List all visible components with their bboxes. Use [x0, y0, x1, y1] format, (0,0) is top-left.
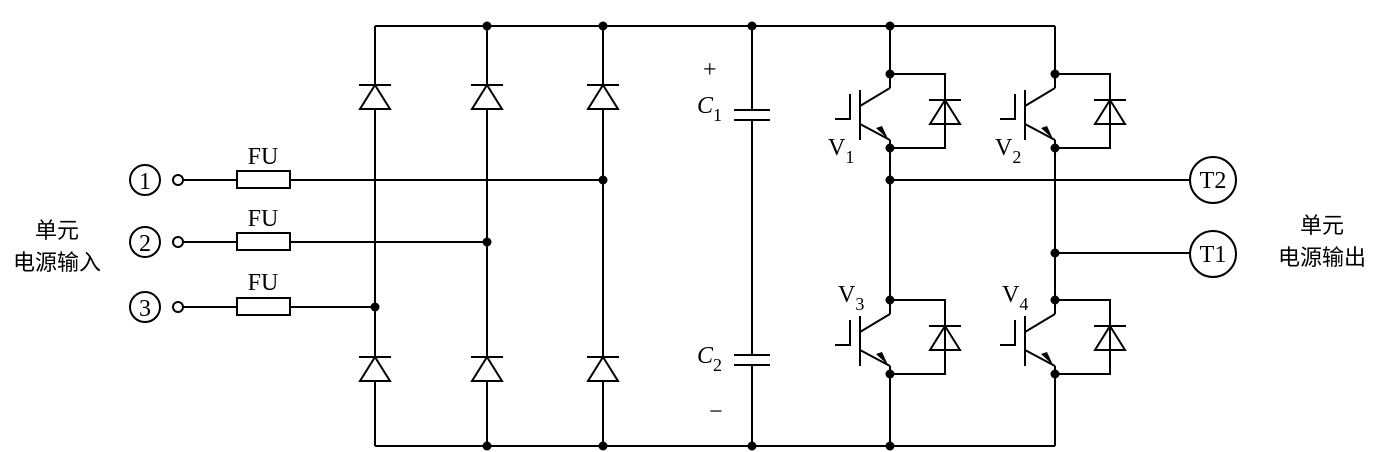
- inverter-bridge: V1 V2 V3 V4: [828, 26, 1126, 446]
- fuse-1: [236, 170, 291, 189]
- output-label-line2: 电源输出: [1278, 246, 1366, 271]
- terminal-3: [172, 301, 184, 313]
- v4-label: V4: [1002, 282, 1028, 314]
- terminal-1: [172, 174, 184, 186]
- igbt-v2-icon: [1000, 74, 1126, 148]
- output-label-line1: 单元: [1300, 214, 1344, 239]
- igbt-v1-icon: [835, 74, 961, 148]
- terminal-1-label: 1: [139, 169, 151, 195]
- minus-sign: −: [709, 399, 723, 425]
- dc-capacitors: + − C1 C2: [697, 26, 770, 446]
- v1-label: V1: [828, 135, 854, 167]
- terminal-2: [172, 236, 184, 248]
- c1-label: C1: [697, 93, 722, 125]
- c2-label: C2: [697, 343, 722, 375]
- rectifier-bridge: [358, 26, 620, 446]
- input-label-line2: 电源输入: [13, 251, 101, 276]
- fuse-2-label: FU: [248, 206, 279, 232]
- junction-dots: [370, 21, 1060, 451]
- input-section: 单元 电源输入 1 FU 2 FU 3 FU: [13, 144, 603, 323]
- terminal-2-label: 2: [139, 231, 151, 257]
- igbt-v3-icon: [835, 300, 961, 374]
- output-terminal-t1: [1189, 230, 1237, 278]
- fuse-1-label: FU: [248, 144, 279, 170]
- input-label-line1: 单元: [35, 219, 79, 244]
- t2-label: T2: [1200, 168, 1227, 194]
- output-terminal-t2: [1189, 156, 1237, 204]
- plus-sign: +: [703, 57, 717, 83]
- fuse-2: [236, 232, 291, 251]
- output-section: T2 T1 单元 电源输出: [890, 156, 1366, 278]
- t1-label: T1: [1200, 242, 1227, 268]
- terminal-3-label: 3: [139, 296, 151, 322]
- v2-label: V2: [995, 135, 1021, 167]
- fuse-3-label: FU: [248, 270, 279, 296]
- v3-label: V3: [838, 282, 864, 314]
- fuse-3: [236, 297, 291, 316]
